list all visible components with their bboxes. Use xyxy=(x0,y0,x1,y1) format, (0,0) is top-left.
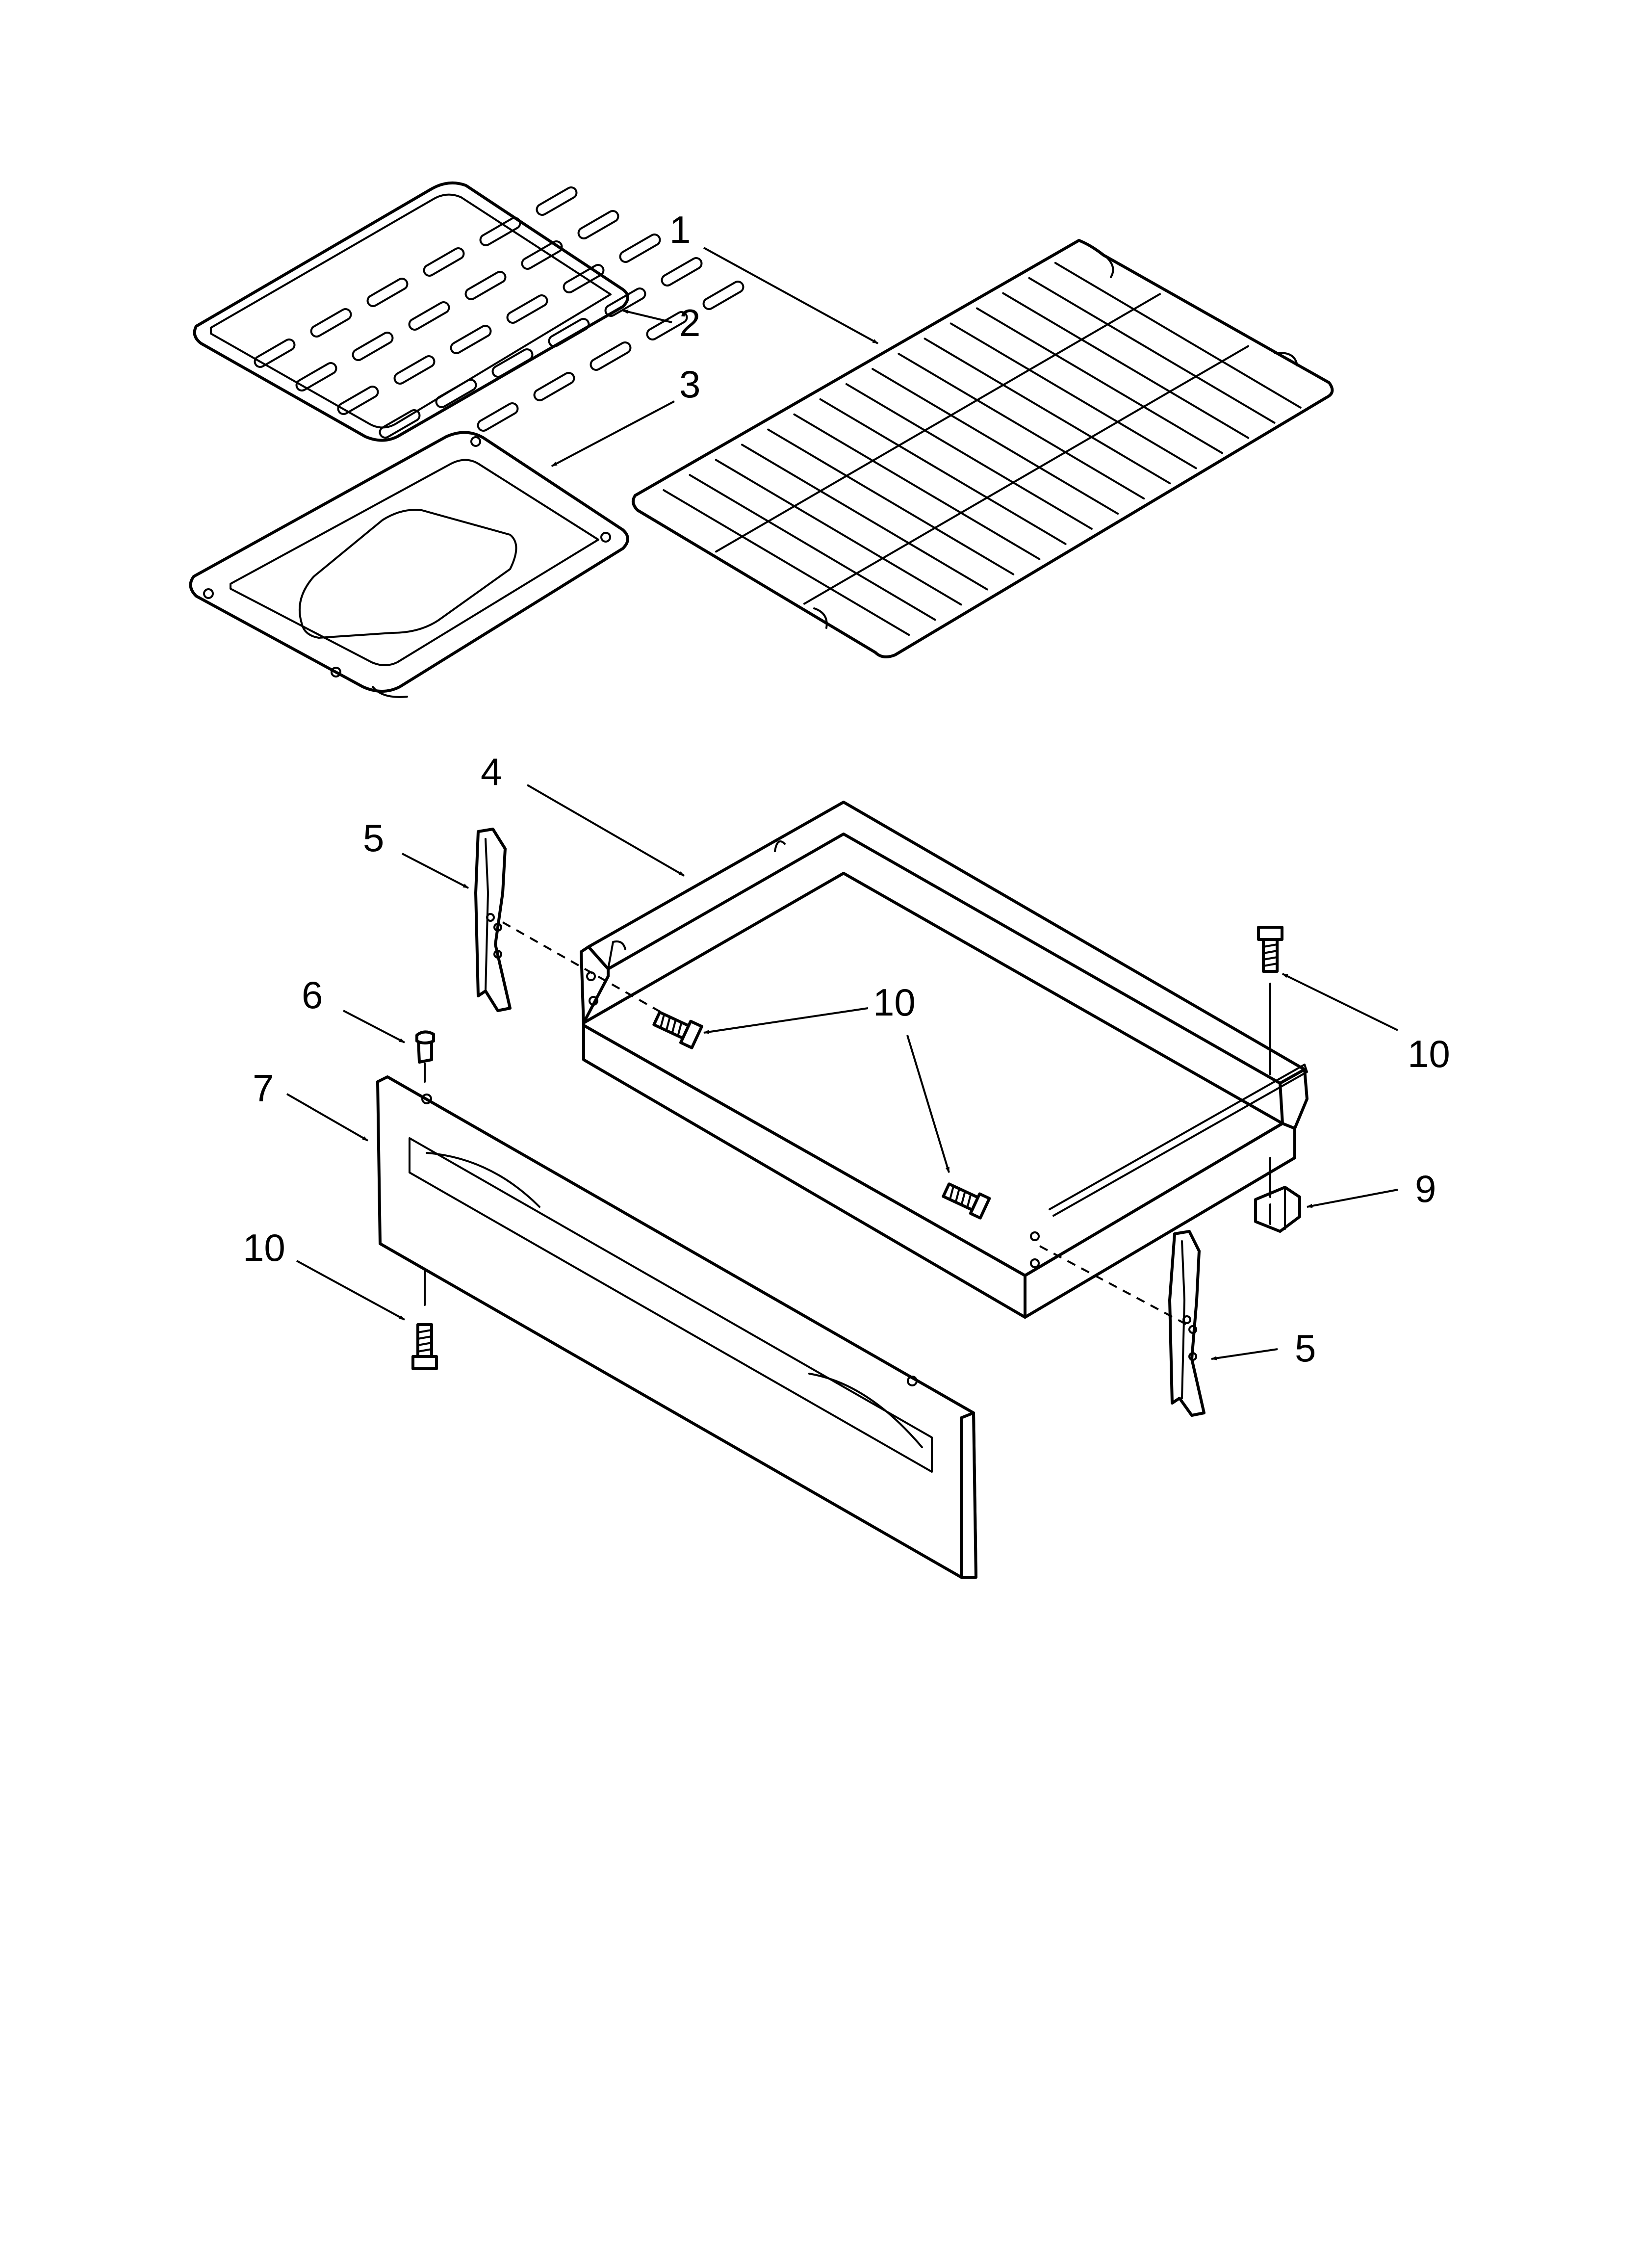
leader-line-2 xyxy=(622,310,672,323)
rack-support-wire xyxy=(715,293,1161,553)
drawer-box-icon xyxy=(580,801,1308,1319)
grid-slot xyxy=(536,186,578,216)
rack-wire xyxy=(793,413,1041,560)
callout-9: 9 xyxy=(1415,1167,1436,1210)
alignment-line xyxy=(502,921,685,1026)
rack-wire xyxy=(1002,292,1250,439)
rack-wire xyxy=(767,428,1015,575)
drawer-slide-icon xyxy=(1168,1230,1206,1417)
callout-5-upper: 5 xyxy=(363,816,384,860)
drawer-front-panel-icon xyxy=(376,1075,977,1579)
grid-slot xyxy=(479,217,521,246)
rack-wire xyxy=(663,489,910,636)
rack-wire xyxy=(845,383,1093,530)
grid-slot xyxy=(702,281,744,310)
grid-slot xyxy=(352,332,394,361)
callout-10-left: 10 xyxy=(243,1226,285,1269)
leader-line-7 xyxy=(286,1093,369,1142)
callout-4: 4 xyxy=(481,750,502,793)
rack-wire xyxy=(976,307,1224,454)
grid-slot xyxy=(295,362,337,391)
rack-support-wire xyxy=(803,345,1249,605)
alignment-line xyxy=(1039,1245,1187,1326)
grid-slot xyxy=(310,308,352,338)
leader-line-5a xyxy=(402,853,469,889)
grid-slot xyxy=(477,402,519,432)
callout-5-lower: 5 xyxy=(1295,1327,1316,1370)
drawer-clip-icon xyxy=(1254,1157,1301,1233)
leader-line-6 xyxy=(343,1010,406,1043)
grid-slot xyxy=(661,257,703,287)
leader-line-9 xyxy=(1306,1189,1398,1208)
grid-slot xyxy=(254,339,296,368)
grid-slot xyxy=(590,341,632,371)
grid-slot xyxy=(619,234,661,263)
screw-icon xyxy=(942,1182,991,1220)
leader-line-10b xyxy=(906,1035,950,1173)
rack-wire xyxy=(741,443,988,591)
leader-line-4 xyxy=(526,784,685,877)
grid-slot xyxy=(521,240,563,270)
oven-rack-icon xyxy=(632,239,1334,658)
grid-slot xyxy=(577,210,619,239)
leader-line-10a xyxy=(703,1007,869,1034)
grid-slot xyxy=(423,247,465,277)
grid-slot xyxy=(379,409,421,439)
rack-wire xyxy=(689,474,936,621)
callout-10-right: 10 xyxy=(1408,1032,1450,1075)
grid-slot xyxy=(563,264,605,293)
grid-slot xyxy=(393,355,436,385)
callout-7: 7 xyxy=(253,1067,274,1110)
callout-1: 1 xyxy=(669,208,691,251)
callout-10-center: 10 xyxy=(873,981,916,1024)
rack-wire xyxy=(898,353,1145,500)
leader-line-1 xyxy=(703,247,879,344)
callout-2: 2 xyxy=(679,301,700,344)
rack-wire xyxy=(872,368,1119,515)
leader-line-3 xyxy=(551,400,675,467)
grid-slot xyxy=(435,379,477,408)
rack-wire xyxy=(1028,277,1276,424)
rack-wire xyxy=(715,459,962,606)
grid-slot xyxy=(450,325,492,354)
leader-line-5b xyxy=(1210,1348,1278,1360)
screw-icon xyxy=(411,1323,438,1370)
rack-wire xyxy=(949,322,1197,469)
leader-line-10d xyxy=(296,1260,406,1321)
callout-6: 6 xyxy=(302,973,323,1017)
grid-slot xyxy=(366,278,409,307)
drawer-slide-icon xyxy=(474,828,512,1012)
callout-3: 3 xyxy=(679,363,700,406)
grid-slot xyxy=(506,294,548,324)
drawer-stop-icon xyxy=(415,1030,435,1083)
broiler-grid-icon xyxy=(193,181,744,462)
grid-slot xyxy=(491,348,534,378)
grid-slot xyxy=(464,271,507,300)
screw-icon xyxy=(1257,926,1283,973)
rack-wire xyxy=(924,338,1171,485)
grid-slot xyxy=(337,386,379,415)
rack-wire xyxy=(819,398,1067,545)
screw-icon xyxy=(652,1011,703,1049)
broiler-pan-icon xyxy=(189,431,629,698)
grid-slot xyxy=(533,372,575,401)
rack-wire xyxy=(1054,261,1302,409)
grid-slot xyxy=(548,318,590,347)
grid-slot xyxy=(408,301,450,331)
leader-line-10c xyxy=(1282,973,1398,1031)
grid-slot xyxy=(604,287,646,317)
